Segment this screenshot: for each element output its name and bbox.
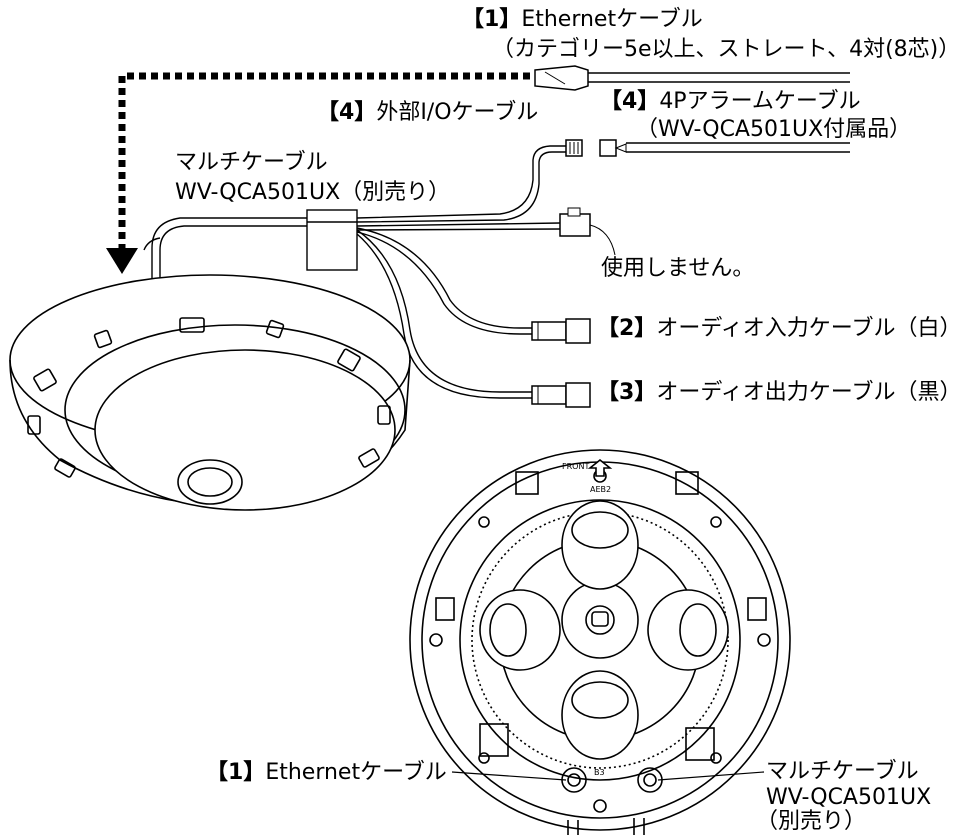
audio-in-connector <box>531 318 591 344</box>
multi-cable-top-line1: マルチケーブル <box>175 150 328 175</box>
camera-dome <box>9 274 411 511</box>
ethernet-top-text: Ethernetケーブル <box>521 7 703 32</box>
ext-io-text: 外部I/Oケーブル <box>376 100 539 125</box>
svg-text:B3: B3 <box>594 768 605 777</box>
leader-lines <box>451 771 765 781</box>
audio-in-number: 【2】 <box>597 316 657 341</box>
unused-label: 使用しません。 <box>601 256 755 281</box>
multi-cable-bottom-line1: マルチケーブル <box>766 759 919 784</box>
ethernet-top-number: 【1】 <box>462 7 522 32</box>
alarm-number: 【4】 <box>600 89 660 114</box>
svg-text:FRONT: FRONT <box>562 462 589 471</box>
camera-base-view <box>409 449 791 835</box>
audio-in-text: オーディオ入力ケーブル（白） <box>656 316 959 341</box>
ext-io-number: 【4】 <box>317 100 377 125</box>
ethernet-bottom-number: 【1】 <box>206 760 266 785</box>
alarm-sub: （WV-QCA501UX付属品） <box>636 117 912 142</box>
multi-cable-top-line2: WV-QCA501UX（別売り） <box>175 180 451 205</box>
multi-cable <box>143 145 568 399</box>
ethernet-bottom-label: 【1】Ethernetケーブル <box>206 760 447 786</box>
alarm-connector <box>599 139 850 157</box>
io-connector <box>565 139 583 157</box>
ethernet-top-spec: （カテゴリー5e以上、ストレート、4対(8芯)） <box>492 37 959 62</box>
alarm-label: 【4】4Pアラームケーブル <box>600 89 861 115</box>
ethernet-cable-top <box>534 65 850 91</box>
ext-io-label: 【4】外部I/Oケーブル <box>317 100 538 126</box>
audio-out-text: オーディオ出力ケーブル（黒） <box>656 380 959 405</box>
svg-text:AEB2: AEB2 <box>590 485 611 494</box>
ethernet-top-label: 【1】Ethernetケーブル <box>462 7 703 33</box>
audio-out-connector <box>531 382 591 408</box>
audio-in-label: 【2】オーディオ入力ケーブル（白） <box>597 316 959 342</box>
board-marks: FRONT AEB2 B3 <box>562 462 611 777</box>
alarm-text: 4Pアラームケーブル <box>659 89 861 114</box>
audio-out-label: 【3】オーディオ出力ケーブル（黒） <box>597 380 959 406</box>
routing-arrow <box>106 72 530 274</box>
unused-connector <box>559 207 616 256</box>
ethernet-bottom-text: Ethernetケーブル <box>265 760 447 785</box>
audio-out-number: 【3】 <box>597 380 657 405</box>
multi-cable-bottom-line2: WV-QCA501UX <box>766 785 932 810</box>
multi-cable-bottom-line3: （別売り） <box>756 809 867 834</box>
